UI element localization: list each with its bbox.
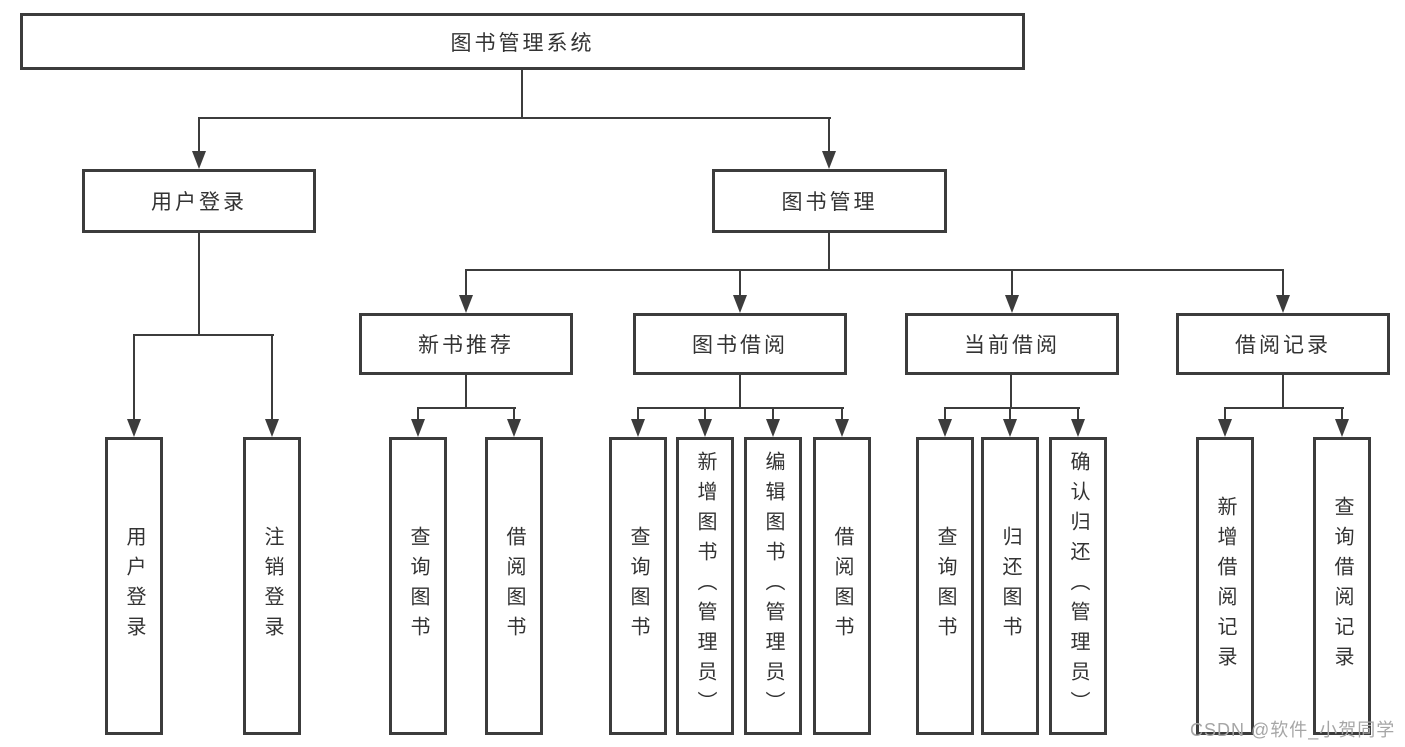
connector-root-stem xyxy=(521,70,523,118)
leaf-query-borrow-record: 查询借阅记录 xyxy=(1313,437,1371,735)
node-label: 编辑图书（管理员） xyxy=(762,451,784,721)
node-label: 图书管理 xyxy=(781,191,878,214)
connector-l3-stem xyxy=(465,269,467,297)
leaf-current-query-book: 查询图书 xyxy=(916,437,974,735)
connector-group-split xyxy=(1224,407,1344,409)
leaf-add-borrow-record: 新增借阅记录 xyxy=(1196,437,1254,735)
connector-book-mgmt-down xyxy=(828,233,830,271)
connector-leaf-stem xyxy=(704,407,706,421)
arrow-down-icon xyxy=(127,419,141,437)
arrow-down-icon xyxy=(938,419,952,437)
node-label: 注销登录 xyxy=(261,526,283,646)
connector-leaf-stem xyxy=(271,334,273,421)
arrow-down-icon xyxy=(1218,419,1232,437)
connector-leaf-stem xyxy=(1224,407,1226,421)
connector-l3-stem xyxy=(739,269,741,297)
connector-leaf-stem xyxy=(417,407,419,421)
node-label: 图书管理系统 xyxy=(450,31,595,55)
connector-leaf-stem xyxy=(513,407,515,421)
node-current-borrow: 当前借阅 xyxy=(905,313,1119,375)
arrow-down-icon xyxy=(766,419,780,437)
node-book-management: 图书管理 xyxy=(712,169,947,233)
node-user-login: 用户登录 xyxy=(82,169,316,233)
connector-leaf-stem xyxy=(772,407,774,421)
node-label: 查询图书 xyxy=(627,526,649,646)
leaf-logout: 注销登录 xyxy=(243,437,301,735)
connector-group-down xyxy=(465,375,467,409)
node-book-borrow: 图书借阅 xyxy=(633,313,847,375)
connector-leaf-stem xyxy=(1341,407,1343,421)
node-label: 查询借阅记录 xyxy=(1331,496,1353,676)
node-label: 确认归还（管理员） xyxy=(1067,451,1089,721)
leaf-recommend-query-book: 查询图书 xyxy=(389,437,447,735)
connector-user-login-stem xyxy=(198,117,200,153)
arrow-down-icon xyxy=(835,419,849,437)
connector-book-mgmt-split xyxy=(465,269,1284,271)
connector-leaf-stem xyxy=(944,407,946,421)
arrow-down-icon xyxy=(1003,419,1017,437)
node-label: 归还图书 xyxy=(999,526,1021,646)
node-new-book-recommend: 新书推荐 xyxy=(359,313,573,375)
connector-l3-stem xyxy=(1282,269,1284,297)
leaf-recommend-borrow-book: 借阅图书 xyxy=(485,437,543,735)
connector-leaf-stem xyxy=(637,407,639,421)
connector-group-split xyxy=(944,407,1080,409)
arrow-down-icon xyxy=(265,419,279,437)
connector-user-login-split xyxy=(133,334,274,336)
node-label: 查询图书 xyxy=(934,526,956,646)
connector-leaf-stem xyxy=(841,407,843,421)
arrow-down-icon xyxy=(822,151,836,169)
leaf-confirm-return-admin: 确认归还（管理员） xyxy=(1049,437,1107,735)
connector-root-split xyxy=(198,117,831,119)
connector-leaf-stem xyxy=(133,334,135,421)
leaf-borrow-book: 借阅图书 xyxy=(813,437,871,735)
arrow-down-icon xyxy=(459,295,473,313)
arrow-down-icon xyxy=(1071,419,1085,437)
arrow-down-icon xyxy=(411,419,425,437)
connector-book-mgmt-stem xyxy=(828,117,830,153)
node-label: 借阅记录 xyxy=(1235,334,1331,357)
node-label: 新增图书（管理员） xyxy=(694,451,716,721)
leaf-add-book-admin: 新增图书（管理员） xyxy=(676,437,734,735)
connector-group-down xyxy=(1282,375,1284,409)
connector-leaf-stem xyxy=(1077,407,1079,421)
connector-group-split xyxy=(637,407,844,409)
arrow-down-icon xyxy=(631,419,645,437)
node-label: 新书推荐 xyxy=(418,334,514,357)
arrow-down-icon xyxy=(1276,295,1290,313)
connector-group-down xyxy=(739,375,741,409)
node-label: 图书借阅 xyxy=(692,334,788,357)
connector-group-split xyxy=(417,407,516,409)
node-label: 借阅图书 xyxy=(503,526,525,646)
node-label: 新增借阅记录 xyxy=(1214,496,1236,676)
connector-leaf-stem xyxy=(1009,407,1011,421)
node-label: 当前借阅 xyxy=(964,334,1060,357)
node-label: 借阅图书 xyxy=(831,526,853,646)
arrow-down-icon xyxy=(1335,419,1349,437)
leaf-borrow-query-book: 查询图书 xyxy=(609,437,667,735)
leaf-user-login: 用户登录 xyxy=(105,437,163,735)
leaf-edit-book-admin: 编辑图书（管理员） xyxy=(744,437,802,735)
connector-l3-stem xyxy=(1011,269,1013,297)
arrow-down-icon xyxy=(1005,295,1019,313)
connector-user-login-down xyxy=(198,233,200,336)
node-label: 用户登录 xyxy=(151,191,247,214)
node-label: 查询图书 xyxy=(407,526,429,646)
connector-group-down xyxy=(1010,375,1012,409)
arrow-down-icon xyxy=(192,151,206,169)
arrow-down-icon xyxy=(698,419,712,437)
csdn-watermark: CSDN @软件_小贺同学 xyxy=(1190,720,1396,740)
leaf-return-book: 归还图书 xyxy=(981,437,1039,735)
node-label: 用户登录 xyxy=(123,526,145,646)
node-borrow-records: 借阅记录 xyxy=(1176,313,1390,375)
arrow-down-icon xyxy=(507,419,521,437)
node-library-management-system: 图书管理系统 xyxy=(20,13,1025,70)
arrow-down-icon xyxy=(733,295,747,313)
